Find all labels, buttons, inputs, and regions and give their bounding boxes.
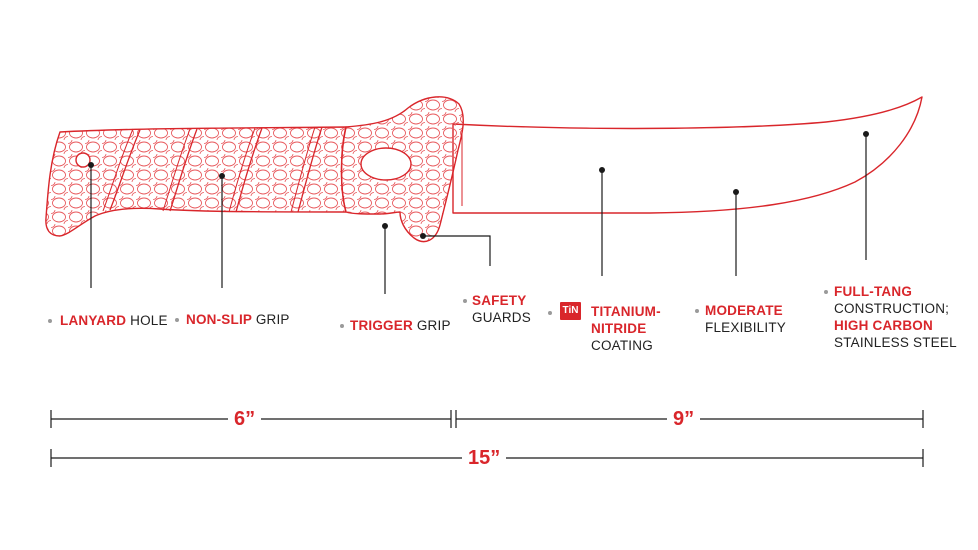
label-full-tang-construction: FULL-TANG CONSTRUCTION; HIGH CARBON STAI… <box>834 284 957 350</box>
label-lanyard-hole: LANYARD HOLE <box>60 313 168 328</box>
bullet-tang <box>824 290 828 294</box>
bullet-trigger <box>340 324 344 328</box>
dimension-blade-length: 9” <box>667 408 701 430</box>
blade-outline <box>452 96 923 214</box>
bullet-safety <box>463 299 467 303</box>
handle-outline <box>45 126 347 237</box>
grip-band-2 <box>102 128 134 212</box>
dimension-total-length: 15” <box>462 447 507 469</box>
grip-band-3 <box>169 128 198 212</box>
label-non-slip-grip: NON-SLIP GRIP <box>186 312 290 327</box>
lanyard-hole <box>75 152 91 168</box>
grip-band-5 <box>235 127 263 213</box>
tin-badge-icon: TiN <box>560 302 581 320</box>
grip-band-7 <box>297 126 323 213</box>
label-trigger-grip: TRIGGER GRIP <box>350 318 451 333</box>
bullet-lanyard <box>48 319 52 323</box>
grip-band-1 <box>109 129 141 211</box>
leader-lines <box>90 134 867 294</box>
bullet-tin <box>548 311 552 315</box>
label-moderate-flexibility: MODERATE FLEXIBILITY <box>705 303 786 335</box>
grip-band-4 <box>162 128 191 212</box>
grip-band-8 <box>290 126 316 213</box>
bullet-nonslip <box>175 318 179 322</box>
leader-dots <box>88 131 869 239</box>
trigger-hole <box>360 147 412 181</box>
grip-band-6 <box>228 127 256 213</box>
label-safety-guards: SAFETY GUARDS <box>472 293 531 325</box>
bullet-flex <box>695 309 699 313</box>
dimension-handle-length: 6” <box>228 408 262 430</box>
label-titanium-nitride-coating: TITANIUM- NITRIDE COATING <box>591 304 661 353</box>
